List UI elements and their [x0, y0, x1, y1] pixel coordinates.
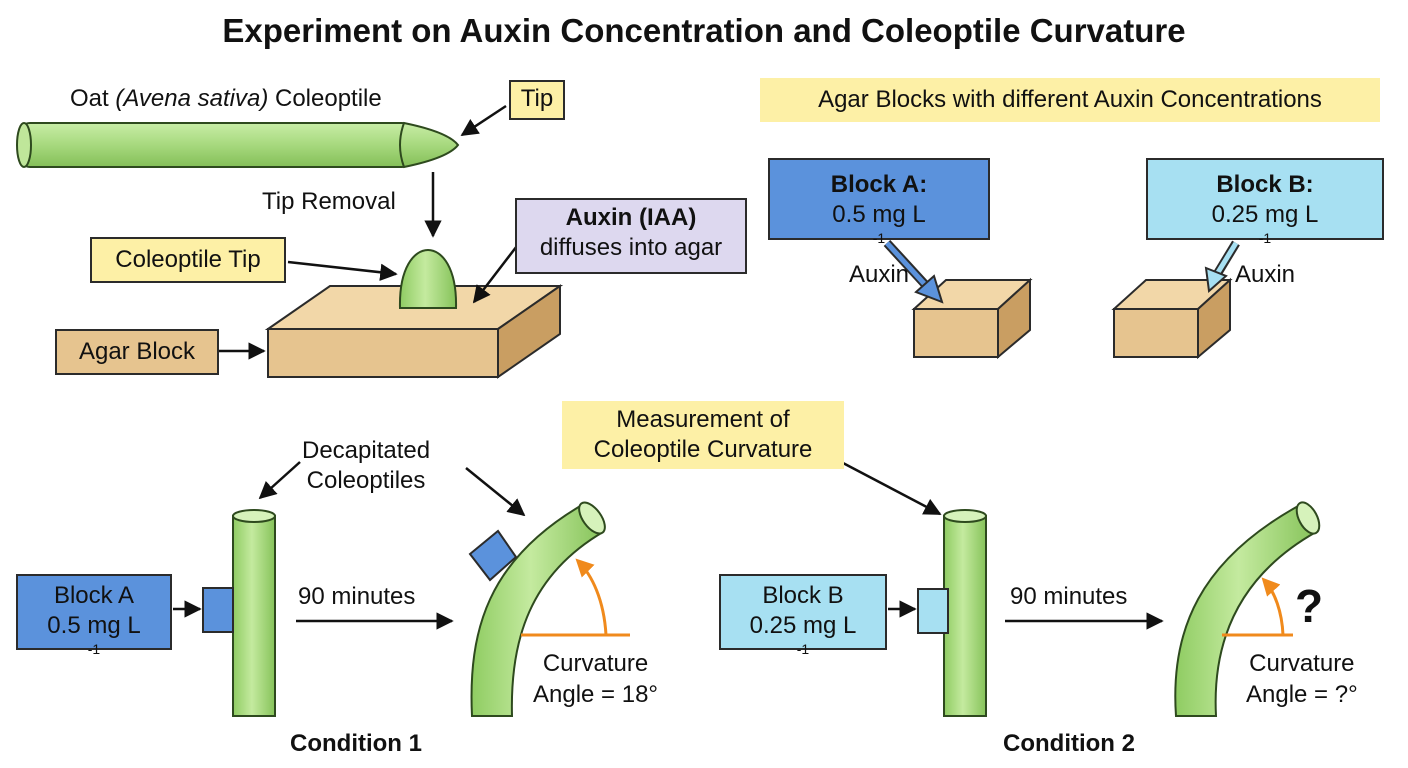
- curved-coleoptile-2: [1174, 501, 1321, 717]
- tip-label: Tip: [509, 80, 565, 120]
- block-b-title: Block B:: [1216, 171, 1314, 198]
- condition-1-block-a: Block A 0.5 mg L-1: [16, 574, 172, 656]
- condition-2-time: 90 minutes: [1010, 583, 1128, 610]
- decapitated-label: Decapitated Coleoptiles: [302, 437, 431, 494]
- coleoptile-tip-label: Coleoptile Tip: [90, 237, 286, 283]
- block-a-title: Block A:: [830, 171, 928, 198]
- condition-2-unknown-mark: ?: [1295, 580, 1324, 632]
- oat-coleoptile: [16, 121, 460, 169]
- measurement-arrow: [842, 461, 942, 516]
- measurement-label: Measurement of Coleoptile Curvature: [562, 401, 844, 469]
- agar-block-label: Agar Block: [55, 329, 219, 375]
- block-a-label: Block A: 0.5 mg L-1 Auxin: [768, 158, 990, 288]
- block-a-on-curved-stem: [468, 529, 518, 582]
- page-title: Experiment on Auxin Concentration and Co…: [222, 12, 1186, 49]
- curvature-angle-marker-1: [521, 558, 630, 637]
- agar-blocks-header: Agar Blocks with different Auxin Concent…: [760, 78, 1380, 122]
- auxin-arrow: [472, 241, 521, 304]
- condition-2-label: Condition 2: [1003, 730, 1135, 757]
- curvature-angle-marker-2: [1222, 577, 1293, 637]
- decapitated-arrow-right: [465, 467, 526, 517]
- coleoptile-tip-arrow: [287, 260, 398, 281]
- block-b-pointer: [1214, 241, 1239, 276]
- auxin-title: Auxin (IAA): [565, 204, 697, 231]
- condition-1-time: 90 minutes: [298, 583, 416, 610]
- condition-1-curvature: Curvature Angle = 18°: [533, 650, 659, 709]
- block-a-on-stem: [202, 587, 234, 633]
- decapitated-coleoptile-2: [917, 509, 987, 717]
- block-b-label: Block B: 0.25 mg L-1 Auxin: [1146, 158, 1384, 288]
- block-b-concentration: 0.25 mg L-1 Auxin: [1211, 201, 1319, 288]
- oat-coleoptile-label: Oat (Avena sativa) Coleoptile: [70, 85, 382, 112]
- condition-2-block-b: Block B 0.25 mg L-1: [719, 574, 887, 656]
- block-a-pointer: [885, 241, 932, 292]
- block-a-concentration: 0.5 mg L-1 Auxin: [832, 201, 926, 288]
- agar-cube-b: [1111, 277, 1233, 360]
- coleoptile-tip-on-agar: [398, 248, 458, 309]
- auxin-info-box: Auxin (IAA) diffuses into agar: [515, 198, 747, 274]
- curved-coleoptile-1: [468, 501, 606, 717]
- decapitated-coleoptile-1: [202, 509, 276, 717]
- coleoptile-tip-shape: [399, 121, 460, 169]
- block-b-on-stem: [917, 588, 949, 634]
- decapitated-arrow-left: [258, 461, 301, 500]
- tip-arrow: [460, 104, 507, 137]
- condition-1-label: Condition 1: [290, 730, 422, 757]
- tip-removal-label: Tip Removal: [262, 188, 396, 215]
- auxin-description: diffuses into agar: [539, 234, 723, 261]
- agar-cube-a: [911, 277, 1033, 360]
- condition-2-curvature: Curvature Angle = ?°: [1246, 650, 1358, 709]
